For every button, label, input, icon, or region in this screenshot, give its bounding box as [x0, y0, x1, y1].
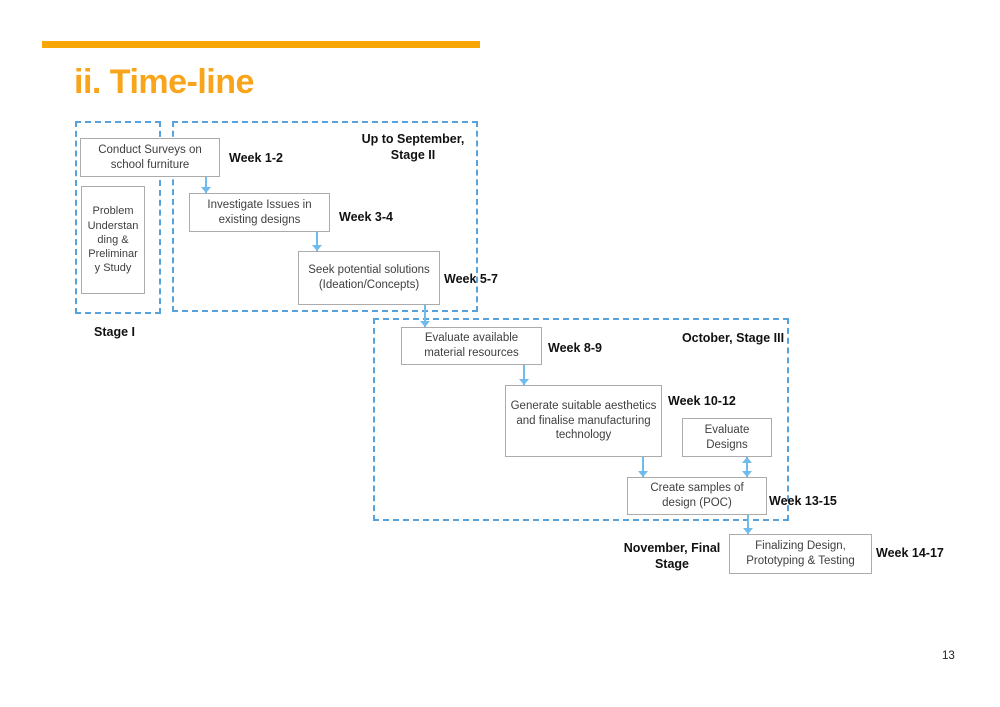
stage3-label: October, Stage III — [681, 331, 785, 345]
flow-box-problem-understanding: Problem Understanding & Preliminary Stud… — [81, 186, 145, 294]
down-arrow-icon — [420, 305, 430, 327]
double-vertical-arrow-icon — [742, 457, 752, 477]
week-label-10-12: Week 10-12 — [668, 394, 736, 408]
page-number: 13 — [942, 650, 955, 662]
week-label-8-9: Week 8-9 — [548, 341, 602, 355]
flow-box-seek-solutions: Seek potential solutions (Ideation/Conce… — [298, 251, 440, 305]
stage2-frame — [172, 121, 478, 312]
down-arrow-icon — [519, 365, 529, 385]
stage2-label: Up to September, Stage II — [361, 132, 465, 163]
down-arrow-icon — [638, 457, 648, 477]
stage1-frame — [75, 121, 161, 314]
down-arrow-icon — [201, 177, 211, 193]
flow-box-generate-aesthetics: Generate suitable aesthetics and finalis… — [505, 385, 662, 457]
accent-bar — [42, 41, 480, 48]
flow-box-conduct-surveys: Conduct Surveys on school furniture — [80, 138, 220, 177]
week-label-13-15: Week 13-15 — [769, 494, 837, 508]
stage3-frame — [373, 318, 789, 521]
flow-box-evaluate-materials: Evaluate available material resources — [401, 327, 542, 365]
final-stage-label: November, Final Stage — [623, 541, 721, 572]
week-label-1-2: Week 1-2 — [229, 151, 283, 165]
flow-box-finalizing-design: Finalizing Design, Prototyping & Testing — [729, 534, 872, 574]
stage1-label: Stage I — [94, 325, 135, 339]
flow-box-create-samples: Create samples of design (POC) — [627, 477, 767, 515]
week-label-3-4: Week 3-4 — [339, 210, 393, 224]
page-title: ii. Time-line — [74, 63, 254, 101]
flow-box-investigate-issues: Investigate Issues in existing designs — [189, 193, 330, 232]
flow-box-evaluate-designs: Evaluate Designs — [682, 418, 772, 457]
down-arrow-icon — [312, 232, 322, 251]
down-arrow-icon — [743, 515, 753, 534]
week-label-14-17: Week 14-17 — [876, 546, 944, 560]
week-label-5-7: Week 5-7 — [444, 272, 498, 286]
